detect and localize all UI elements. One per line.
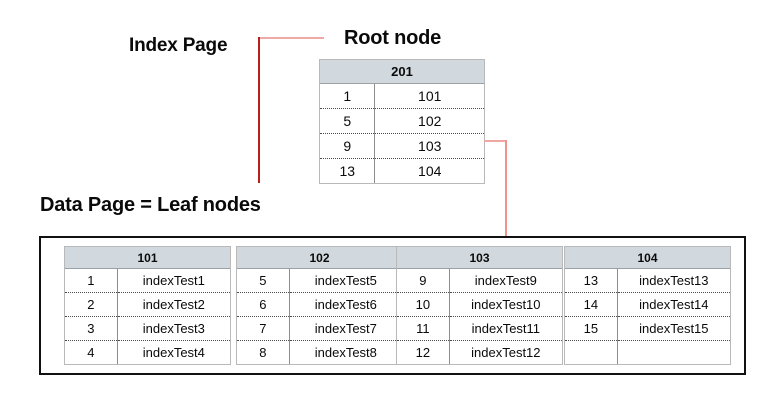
leaf-value-cell: indexTest4 [117, 340, 230, 364]
table-row: 3 indexTest3 [65, 316, 230, 341]
table-row: 1 indexTest1 [65, 268, 230, 293]
table-row: 5 indexTest5 [237, 268, 402, 293]
leaf-value-cell: indexTest13 [617, 268, 730, 293]
root-pointer-cell: 104 [374, 158, 484, 183]
leaf-key-cell [565, 340, 618, 364]
table-row: 15 indexTest15 [565, 316, 730, 341]
root-key-cell: 9 [320, 133, 376, 159]
leaf-key-cell: 9 [397, 268, 450, 293]
index-page-label: Index Page [129, 35, 228, 56]
table-row: 2 indexTest2 [65, 292, 230, 317]
table-row: 8 indexTest8 [237, 340, 402, 364]
leaf-node-table: 103 9 indexTest9 10 indexTest10 11 index… [397, 247, 562, 364]
root-node-label: Root node [344, 27, 442, 49]
table-row: 1 101 [320, 83, 484, 109]
leaf-node-header-row: 101 [65, 247, 230, 269]
leaf-key-cell: 4 [65, 340, 118, 364]
leaf-value-cell: indexTest10 [449, 292, 562, 317]
table-row: 4 indexTest4 [65, 340, 230, 364]
leaf-value-cell: indexTest12 [449, 340, 562, 364]
root-pointer-cell: 101 [374, 83, 484, 109]
leaf-node-page-id: 102 [237, 247, 402, 269]
table-row: 12 indexTest12 [397, 340, 562, 364]
root-node-table: 201 1 101 5 102 9 103 13 104 [320, 60, 484, 183]
leaf-key-cell: 13 [565, 268, 618, 293]
leaf-value-cell: indexTest8 [289, 340, 402, 364]
table-row-empty [565, 340, 730, 364]
leaf-value-cell: indexTest3 [117, 316, 230, 341]
table-row: 13 indexTest13 [565, 268, 730, 293]
leaf-node-header-row: 104 [565, 247, 730, 269]
leaf-value-cell: indexTest5 [289, 268, 402, 293]
data-page-label: Data Page = Leaf nodes [40, 194, 261, 216]
leaf-key-cell: 5 [237, 268, 290, 293]
root-to-leaf-connector-vertical [505, 140, 507, 238]
leaf-key-cell: 14 [565, 292, 618, 317]
leaf-nodes-container: 101 1 indexTest1 2 indexTest2 3 indexTes… [39, 236, 746, 375]
leaf-value-cell: indexTest1 [117, 268, 230, 293]
leaf-key-cell: 7 [237, 316, 290, 341]
root-key-cell: 1 [320, 83, 376, 109]
root-pointer-cell: 103 [374, 133, 484, 159]
table-row: 9 103 [320, 133, 484, 159]
leaf-key-cell: 6 [237, 292, 290, 317]
leaf-value-cell: indexTest14 [617, 292, 730, 317]
root-key-cell: 5 [320, 108, 376, 134]
table-row: 10 indexTest10 [397, 292, 562, 317]
table-row: 14 indexTest14 [565, 292, 730, 317]
table-row: 11 indexTest11 [397, 316, 562, 341]
leaf-node-table: 101 1 indexTest1 2 indexTest2 3 indexTes… [65, 247, 230, 364]
leaf-key-cell: 3 [65, 316, 118, 341]
root-pointer-cell: 102 [374, 108, 484, 134]
root-key-cell: 13 [320, 158, 376, 183]
leaf-value-cell: indexTest11 [449, 316, 562, 341]
leaf-key-cell: 15 [565, 316, 618, 341]
root-node-header-row: 201 [320, 60, 484, 84]
index-page-connector-vertical [258, 37, 260, 183]
leaf-key-cell: 1 [65, 268, 118, 293]
leaf-value-cell: indexTest9 [449, 268, 562, 293]
leaf-node-page-id: 104 [565, 247, 730, 269]
leaf-key-cell: 2 [65, 292, 118, 317]
table-row: 9 indexTest9 [397, 268, 562, 293]
root-node-page-id: 201 [320, 60, 484, 84]
leaf-value-cell: indexTest15 [617, 316, 730, 341]
leaf-value-cell: indexTest2 [117, 292, 230, 317]
leaf-node-page-id: 101 [65, 247, 230, 269]
root-to-leaf-connector-horizontal [484, 140, 507, 142]
table-row: 5 102 [320, 108, 484, 134]
table-row: 7 indexTest7 [237, 316, 402, 341]
leaf-node-table: 104 13 indexTest13 14 indexTest14 15 ind… [565, 247, 730, 364]
index-page-connector-horizontal [258, 37, 324, 39]
leaf-key-cell: 11 [397, 316, 450, 341]
leaf-node-header-row: 102 [237, 247, 402, 269]
leaf-key-cell: 8 [237, 340, 290, 364]
leaf-node-page-id: 103 [397, 247, 562, 269]
leaf-key-cell: 12 [397, 340, 450, 364]
leaf-key-cell: 10 [397, 292, 450, 317]
leaf-value-cell: indexTest7 [289, 316, 402, 341]
leaf-node-table: 102 5 indexTest5 6 indexTest6 7 indexTes… [237, 247, 402, 364]
table-row: 6 indexTest6 [237, 292, 402, 317]
leaf-node-header-row: 103 [397, 247, 562, 269]
leaf-value-cell [617, 340, 730, 364]
leaf-value-cell: indexTest6 [289, 292, 402, 317]
table-row: 13 104 [320, 158, 484, 183]
